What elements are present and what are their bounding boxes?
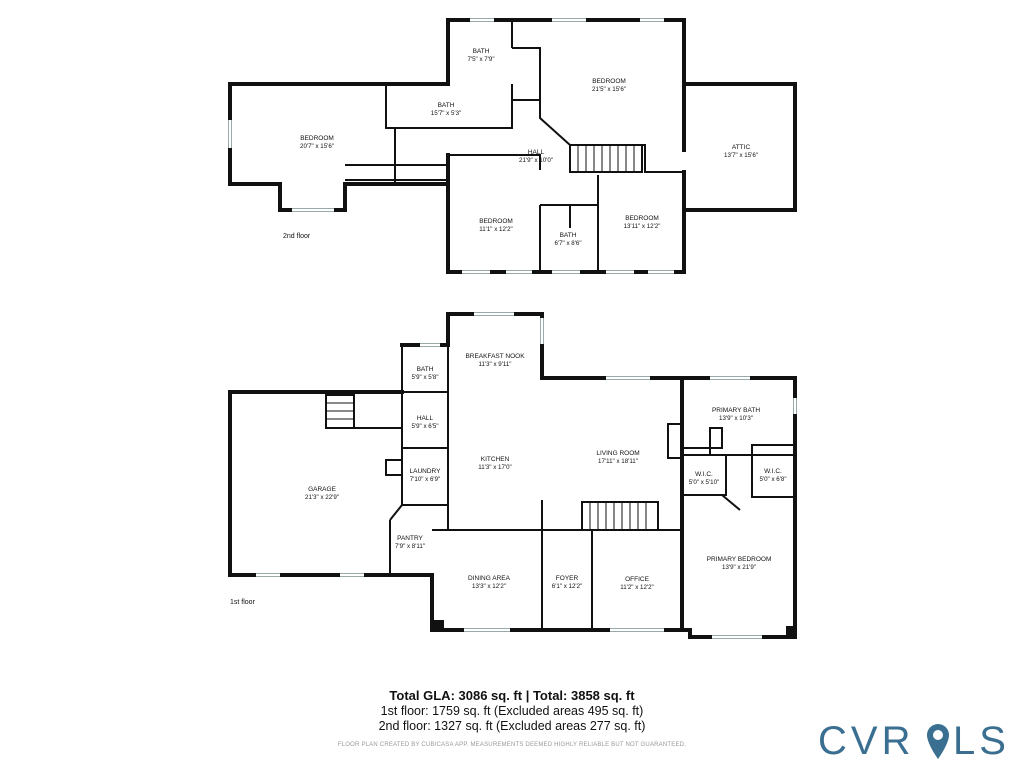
second-floor-windows [228,18,674,274]
room-size: 15'7" x 5'3" [431,110,462,117]
room-size: 13'11" x 12'2" [624,223,661,230]
room-size: 7'10" x 6'9" [410,476,441,483]
room-name: GARAGE [308,486,336,493]
room-name: BEDROOM [625,215,659,222]
room-name: W.I.C. [695,471,713,478]
room-size: 7'5" x 7'9" [467,56,494,63]
room-name: W.I.C. [764,468,782,475]
room-size: 13'3" x 12'2" [472,583,506,590]
room-size: 5'9" x 5'8" [411,374,438,381]
room-size: 11'3" x 17'0" [478,464,511,471]
room-size: 21'3" x 22'9" [305,494,339,501]
room-size: 5'0" x 6'8" [759,476,786,483]
room-name: BEDROOM [592,78,626,85]
first-floor-stairs [326,402,647,530]
logo-text-end: LS [953,719,1010,763]
floor-label-2nd: 2nd floor [283,233,311,240]
first-floor-labels: BREAKFAST NOOK 11'3" x 9'11" BATH 5'9" x… [230,353,787,606]
summary-first-floor: 1st floor: 1759 sq. ft (Excluded areas 4… [380,704,644,718]
room-name: PRIMARY BEDROOM [707,556,772,563]
room-size: 21'5" x 15'6" [592,86,626,93]
floor-label-1st: 1st floor [230,599,256,606]
room-name: PANTRY [397,535,423,542]
room-size: 6'1" x 12'2" [552,583,583,590]
first-floor-windows [256,312,797,639]
second-floor-labels: BATH 7'5" x 7'9" BEDROOM 21'5" x 15'6" B… [283,48,758,247]
room-size: 11'2" x 12'2" [620,584,653,591]
map-pin-icon [927,724,949,759]
room-size: 6'7" x 8'6" [554,240,581,247]
room-name: BATH [473,48,490,55]
room-name: KITCHEN [481,456,510,463]
room-name: LIVING ROOM [596,450,639,457]
room-name: BATH [560,232,577,239]
second-floor-stairs [577,145,635,172]
cvrmls-logo: CVR LS [818,719,1010,763]
room-size: 7'9" x 8'11" [395,543,425,550]
room-name: BATH [417,366,434,373]
room-size: 13'9" x 21'9" [722,564,756,571]
room-name: BATH [438,102,455,109]
room-name: HALL [417,415,434,422]
room-name: LAUNDRY [410,468,442,475]
room-name: FOYER [556,575,579,582]
summary-total: Total GLA: 3086 sq. ft | Total: 3858 sq.… [389,688,635,703]
room-size: 13'9" x 10'3" [719,415,753,422]
summary-second-floor: 2nd floor: 1327 sq. ft (Excluded areas 2… [378,719,646,733]
room-size: 20'7" x 15'6" [300,143,334,150]
room-name: HALL [528,149,545,156]
room-name: ATTIC [732,144,751,151]
credit-line: FLOOR PLAN CREATED BY CUBICASA APP. MEAS… [337,742,687,748]
room-name: DINING AREA [468,575,511,582]
room-name: PRIMARY BATH [712,407,760,414]
room-size: 5'9" x 6'5" [411,423,438,430]
room-size: 21'9" x 10'0" [519,157,553,164]
room-size: 17'11" x 18'11" [598,458,638,465]
room-name: OFFICE [625,576,649,583]
room-size: 11'1" x 12'2" [479,226,512,233]
room-name: BEDROOM [300,135,334,142]
room-size: 5'0" x 5'10" [689,479,720,486]
room-size: 13'7" x 15'6" [724,152,758,159]
logo-text: CVR [818,719,914,763]
room-name: BREAKFAST NOOK [465,353,525,360]
room-name: BEDROOM [479,218,513,225]
room-size: 11'3" x 9'11" [478,361,511,368]
